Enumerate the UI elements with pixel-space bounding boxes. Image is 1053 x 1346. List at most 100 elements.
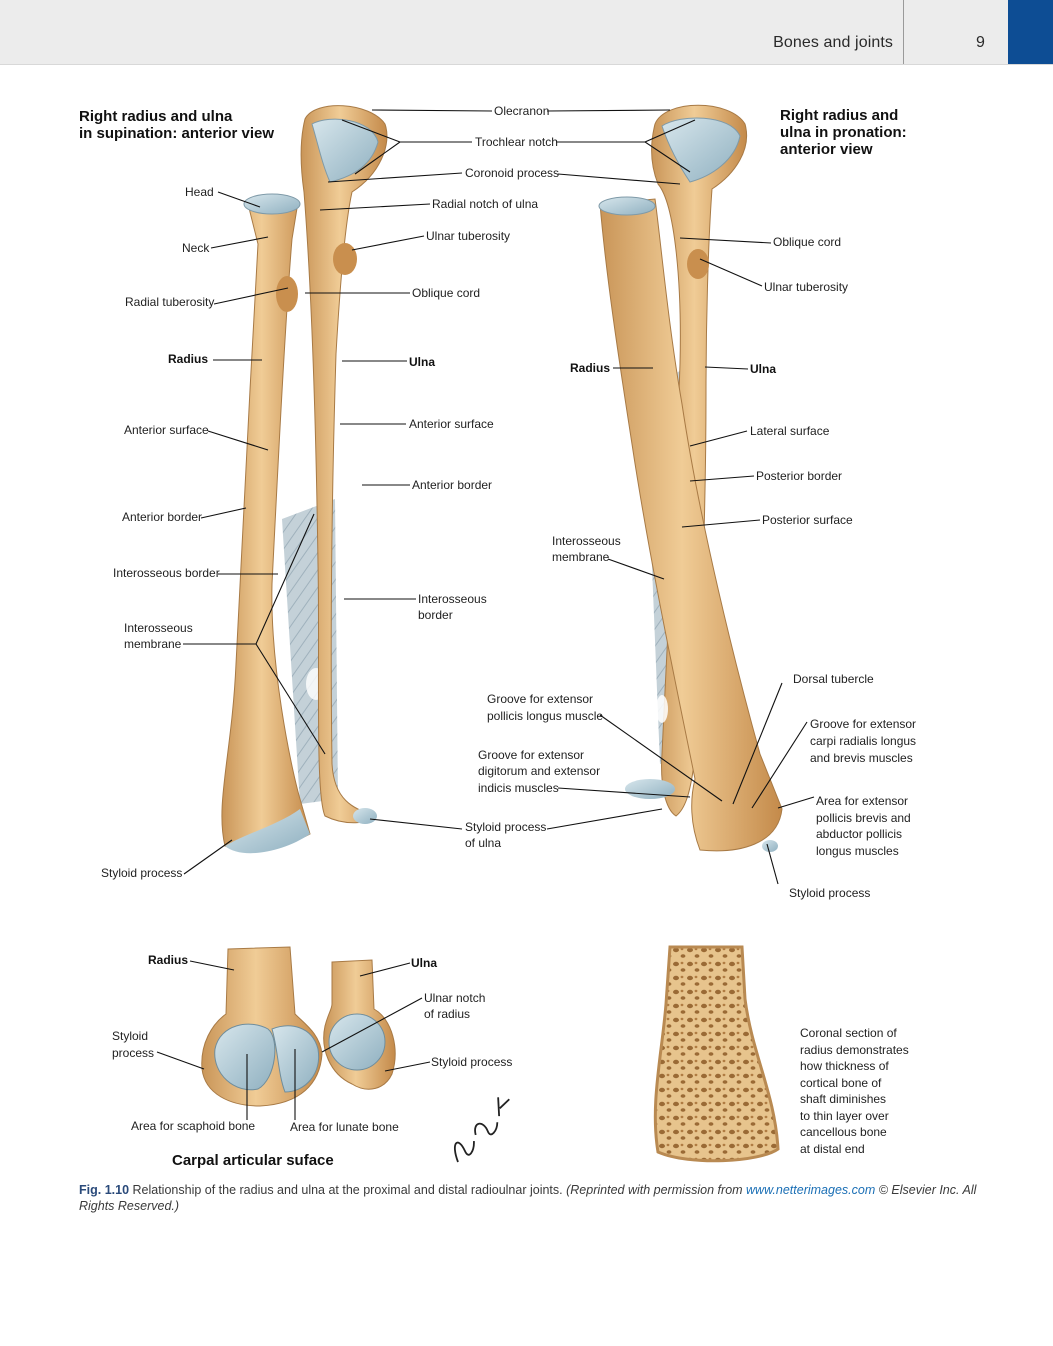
- label-interosseous-membrane-left-1: Interosseous: [124, 621, 193, 635]
- coronal-line-1: Coronal section of: [800, 1026, 897, 1040]
- coronal-line-7: cancellous bone: [800, 1125, 887, 1139]
- radius-bone-right: [599, 198, 783, 852]
- label-posterior-border: Posterior border: [756, 469, 842, 483]
- label-styloid-process-right: Styloid process: [789, 886, 870, 900]
- label-anterior-surface-left: Anterior surface: [124, 423, 209, 437]
- label-ulnar-notch-1: Ulnar notch: [424, 991, 485, 1005]
- label-area-lunate: Area for lunate bone: [290, 1120, 399, 1134]
- trochlear-notch-left: [311, 118, 379, 183]
- pronation-title-line2: ulna in pronation:: [780, 124, 907, 141]
- radius-styloid-cartilage-right: [762, 840, 778, 852]
- label-interosseous-border-right-2: border: [418, 608, 453, 622]
- label-carpal-styloid-process-right: Styloid process: [431, 1055, 512, 1069]
- figure-illustration: Right radius and ulna in supination: ant…: [79, 104, 916, 1169]
- label-groove-ed-1: Groove for extensor: [478, 748, 584, 762]
- coronal-line-3: how thickness of: [800, 1059, 889, 1073]
- supination-illustration: [221, 105, 388, 854]
- coronal-section: [653, 945, 780, 1163]
- label-area-epb-2: pollicis brevis and: [816, 811, 911, 825]
- figure-caption: Fig. 1.10 Relationship of the radius and…: [79, 1182, 989, 1214]
- coronal-radius-section: [653, 945, 780, 1163]
- supination-title-line1: Right radius and ulna: [79, 108, 233, 125]
- label-oblique-cord-left: Oblique cord: [412, 286, 480, 300]
- label-styloid-process-ulna-1: Styloid process: [465, 820, 546, 834]
- header-divider: [903, 0, 904, 64]
- caption-text: Relationship of the radius and ulna at t…: [129, 1183, 567, 1197]
- label-anterior-border-right: Anterior border: [412, 478, 492, 492]
- label-dorsal-tubercle: Dorsal tubercle: [793, 672, 874, 686]
- label-carpal-styloid-2: process: [112, 1046, 154, 1060]
- label-radial-notch-of-ulna: Radial notch of ulna: [432, 197, 538, 211]
- label-groove-ecrl-2: carpi radialis longus: [810, 734, 916, 748]
- anatomy-figure: Right radius and ulna in supination: ant…: [0, 64, 1053, 1184]
- page-header: Bones and joints 9: [0, 0, 1053, 65]
- pronation-title-line1: Right radius and: [780, 107, 898, 124]
- leader-lines: [156, 109, 815, 1120]
- label-interosseous-border-left: Interosseous border: [113, 566, 220, 580]
- pronation-illustration: [598, 104, 783, 852]
- label-posterior-surface: Posterior surface: [762, 513, 853, 527]
- running-section-title: Bones and joints: [773, 34, 893, 51]
- label-interosseous-membrane-right-1: Interosseous: [552, 534, 621, 548]
- label-carpal-styloid-1: Styloid: [112, 1029, 148, 1043]
- label-radius-left: Radius: [168, 352, 208, 366]
- caption-credit-link[interactable]: www.netterimages.com: [746, 1183, 876, 1197]
- label-area-epb-4: longus muscles: [816, 844, 899, 858]
- label-interosseous-border-right-1: Interosseous: [418, 592, 487, 606]
- label-area-epb-3: abductor pollicis: [816, 827, 902, 841]
- label-ulna-left: Ulna: [409, 355, 435, 369]
- label-ulna-right: Ulna: [750, 362, 776, 376]
- label-coronoid-process: Coronoid process: [465, 166, 559, 180]
- label-interosseous-membrane-right-2: membrane: [552, 550, 610, 564]
- carpal-title: Carpal articular suface: [172, 1152, 334, 1169]
- label-head: Head: [185, 185, 214, 199]
- label-styloid-process-left: Styloid process: [101, 866, 182, 880]
- label-neck: Neck: [182, 241, 210, 255]
- ulna-bone-left: [300, 105, 388, 824]
- ulnar-tuberosity-mark-right: [687, 249, 709, 279]
- caption-credit-suffix: © Elsevier Inc. All Rights Reserved.): [79, 1183, 977, 1213]
- coronal-line-8: at distal end: [800, 1142, 865, 1156]
- label-groove-epl-1: Groove for extensor: [487, 692, 593, 706]
- scaphoid-facet: [214, 1023, 276, 1091]
- ulnar-tuberosity-mark: [333, 243, 357, 275]
- supination-title-line2: in supination: anterior view: [79, 125, 274, 142]
- caption-figure-number: Fig. 1.10: [79, 1183, 130, 1197]
- label-oblique-cord-right: Oblique cord: [773, 235, 841, 249]
- radial-tuberosity-mark: [276, 276, 298, 312]
- label-groove-ed-3: indicis muscles: [478, 781, 559, 795]
- pronation-title-line3: anterior view: [780, 141, 873, 158]
- label-radius-right: Radius: [570, 361, 610, 375]
- label-anterior-border-left: Anterior border: [122, 510, 202, 524]
- ulna-head-facet: [328, 1013, 386, 1071]
- label-anterior-surface-right: Anterior surface: [409, 417, 494, 431]
- label-ulnar-tuberosity-left: Ulnar tuberosity: [426, 229, 510, 243]
- label-olecranon: Olecranon: [494, 104, 549, 118]
- label-carpal-ulna: Ulna: [411, 956, 437, 970]
- coronal-line-5: shaft diminishes: [800, 1092, 886, 1106]
- radius-head-left: [243, 193, 301, 215]
- coronal-line-2: radius demonstrates: [800, 1043, 909, 1057]
- membrane-opening-right: [656, 695, 668, 723]
- label-ulnar-tuberosity-right: Ulnar tuberosity: [764, 280, 848, 294]
- label-area-epb-1: Area for extensor: [816, 794, 908, 808]
- chapter-tab: [1008, 0, 1053, 64]
- label-radial-tuberosity: Radial tuberosity: [125, 295, 214, 309]
- netter-signature: [454, 1097, 510, 1163]
- label-carpal-radius: Radius: [148, 953, 188, 967]
- radius-head-right: [598, 196, 656, 216]
- coronal-line-4: cortical bone of: [800, 1076, 882, 1090]
- label-groove-epl-2: pollicis longus muscle: [487, 709, 603, 723]
- label-ulnar-notch-2: of radius: [424, 1007, 470, 1021]
- label-lateral-surface: Lateral surface: [750, 424, 830, 438]
- ulna-styloid-cartilage: [353, 808, 377, 824]
- label-interosseous-membrane-left-2: membrane: [124, 637, 182, 651]
- label-groove-ed-2: digitorum and extensor: [478, 764, 600, 778]
- label-styloid-process-ulna-2: of ulna: [465, 836, 501, 850]
- carpal-illustration: [201, 946, 396, 1107]
- label-area-scaphoid: Area for scaphoid bone: [131, 1119, 255, 1133]
- label-groove-ecrl-1: Groove for extensor: [810, 717, 916, 731]
- distal-radius-cartilage: [225, 809, 310, 854]
- page-number: 9: [976, 34, 985, 51]
- coronal-line-6: to thin layer over: [800, 1109, 889, 1123]
